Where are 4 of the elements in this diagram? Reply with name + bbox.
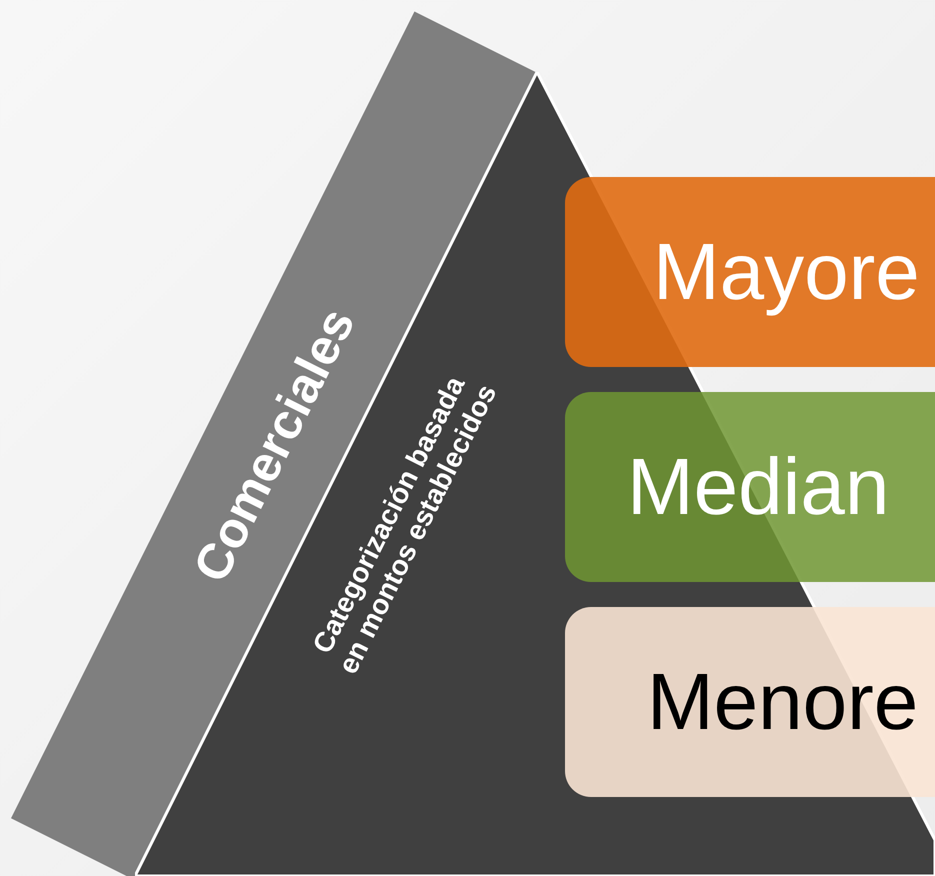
level-label: Median: [627, 441, 890, 533]
level-label: Mayore: [653, 226, 920, 318]
level-label: Menore: [647, 656, 918, 748]
level-box: [565, 177, 935, 367]
